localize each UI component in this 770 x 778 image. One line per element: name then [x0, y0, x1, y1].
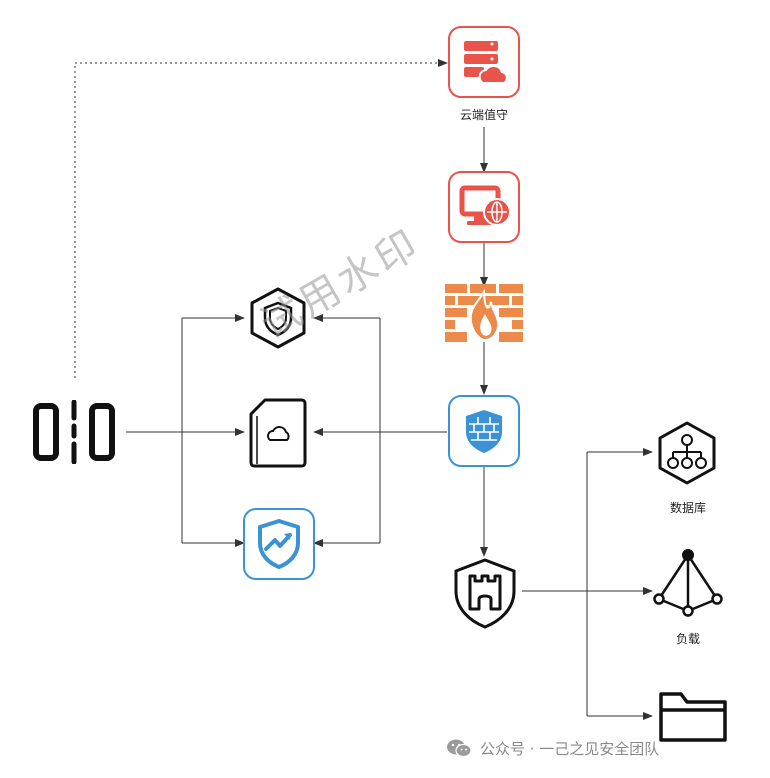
database-label: 数据库 [669, 501, 706, 515]
firewall-icon[interactable] [445, 284, 523, 342]
cloud-card-icon[interactable] [247, 396, 309, 468]
waf-shield-icon[interactable] [447, 394, 521, 468]
trend-shield-icon[interactable] [242, 507, 316, 581]
hexagon-shield-icon[interactable] [246, 286, 310, 350]
folder-icon[interactable] [657, 686, 729, 744]
monitor-globe-icon[interactable] [447, 170, 521, 244]
hexagon-hierarchy-icon[interactable] [655, 420, 719, 486]
footer: 公众号 · 一己之见安全团队 [446, 734, 659, 762]
castle-shield-icon[interactable] [452, 557, 518, 629]
wechat-icon [447, 739, 472, 758]
footer-text: 公众号 · 一己之见安全团队 [480, 739, 660, 758]
dotted-connector [74, 59, 448, 378]
load-balancer-icon[interactable] [652, 547, 724, 619]
switch-icon[interactable] [33, 400, 117, 464]
load-label: 负载 [675, 632, 700, 646]
cloud-guard-label: 云端值守 [459, 108, 508, 122]
server-cloud-icon[interactable] [447, 25, 521, 99]
